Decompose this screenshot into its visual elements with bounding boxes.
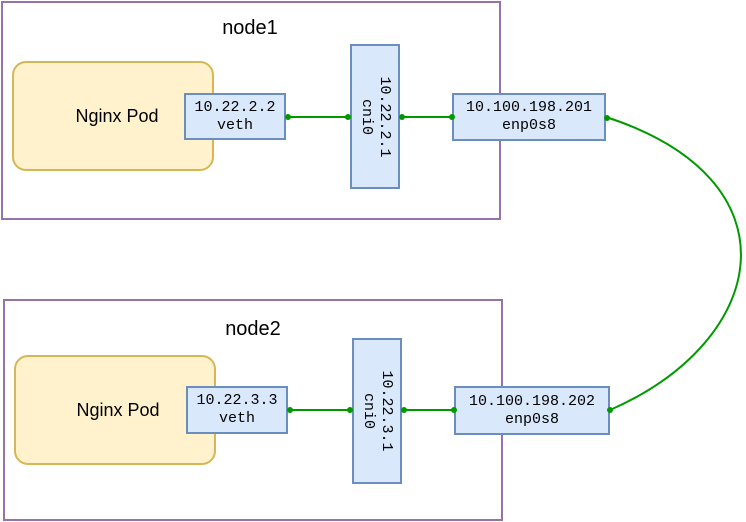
link-node1-node2-enp0s8: [605, 116, 742, 411]
node2-enp0s8-interface: 10.100.198.202 enp0s8: [454, 386, 610, 435]
node2-nic-label: enp0s8: [504, 410, 559, 428]
node1-veth-label: veth: [216, 116, 253, 134]
node1-nginx-pod: [12, 61, 214, 171]
node2-veth-ip: 10.22.3.3: [196, 392, 278, 409]
node2-bridge-label: cni0: [360, 392, 377, 430]
node1-nic-label: enp0s8: [501, 117, 556, 134]
node2-veth-label: veth: [218, 410, 255, 427]
node1-enp0s8-interface: 10.100.198.201 enp0s8: [452, 93, 606, 141]
node1-veth-interface: 10.22.2.2 veth: [184, 93, 286, 140]
node2-veth-interface: 10.22.3.3 veth: [186, 386, 288, 434]
node1-bridge-ip: 10.22.2.1: [376, 75, 393, 158]
node1-veth-ip: 10.22.2.2: [194, 98, 276, 116]
node1-title: node1: [222, 17, 278, 39]
node2-title: node2: [225, 318, 281, 340]
node2-nic-ip: 10.100.198.202: [468, 392, 596, 410]
node2-pod-label: Nginx Pod: [76, 400, 160, 420]
node1-cni0-bridge: 10.22.2.1 cni0: [350, 44, 400, 189]
node1-bridge-label: cni0: [358, 98, 375, 135]
node1-nic-ip: 10.100.198.201: [465, 99, 593, 116]
node1-pod-label: Nginx Pod: [75, 106, 159, 126]
node2-bridge-ip: 10.22.3.1: [378, 370, 395, 452]
node2-cni0-bridge: 10.22.3.1 cni0: [352, 338, 402, 484]
